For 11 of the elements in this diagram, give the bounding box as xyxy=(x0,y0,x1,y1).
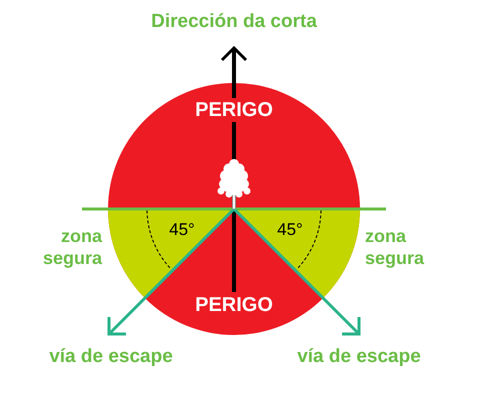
danger-label: PERIGO xyxy=(193,98,275,122)
direction-label: Dirección da corta xyxy=(151,10,317,33)
zone-label: zona segura xyxy=(365,225,426,269)
arrow xyxy=(108,208,236,336)
route-label: vía de escape xyxy=(297,345,421,368)
zone-label: zona segura xyxy=(42,225,102,269)
arrow xyxy=(232,208,360,336)
angle-label: 45° xyxy=(277,219,303,240)
angle-label: 45° xyxy=(169,219,195,240)
arrow xyxy=(220,46,248,292)
route-label: vía de escape xyxy=(49,345,173,368)
